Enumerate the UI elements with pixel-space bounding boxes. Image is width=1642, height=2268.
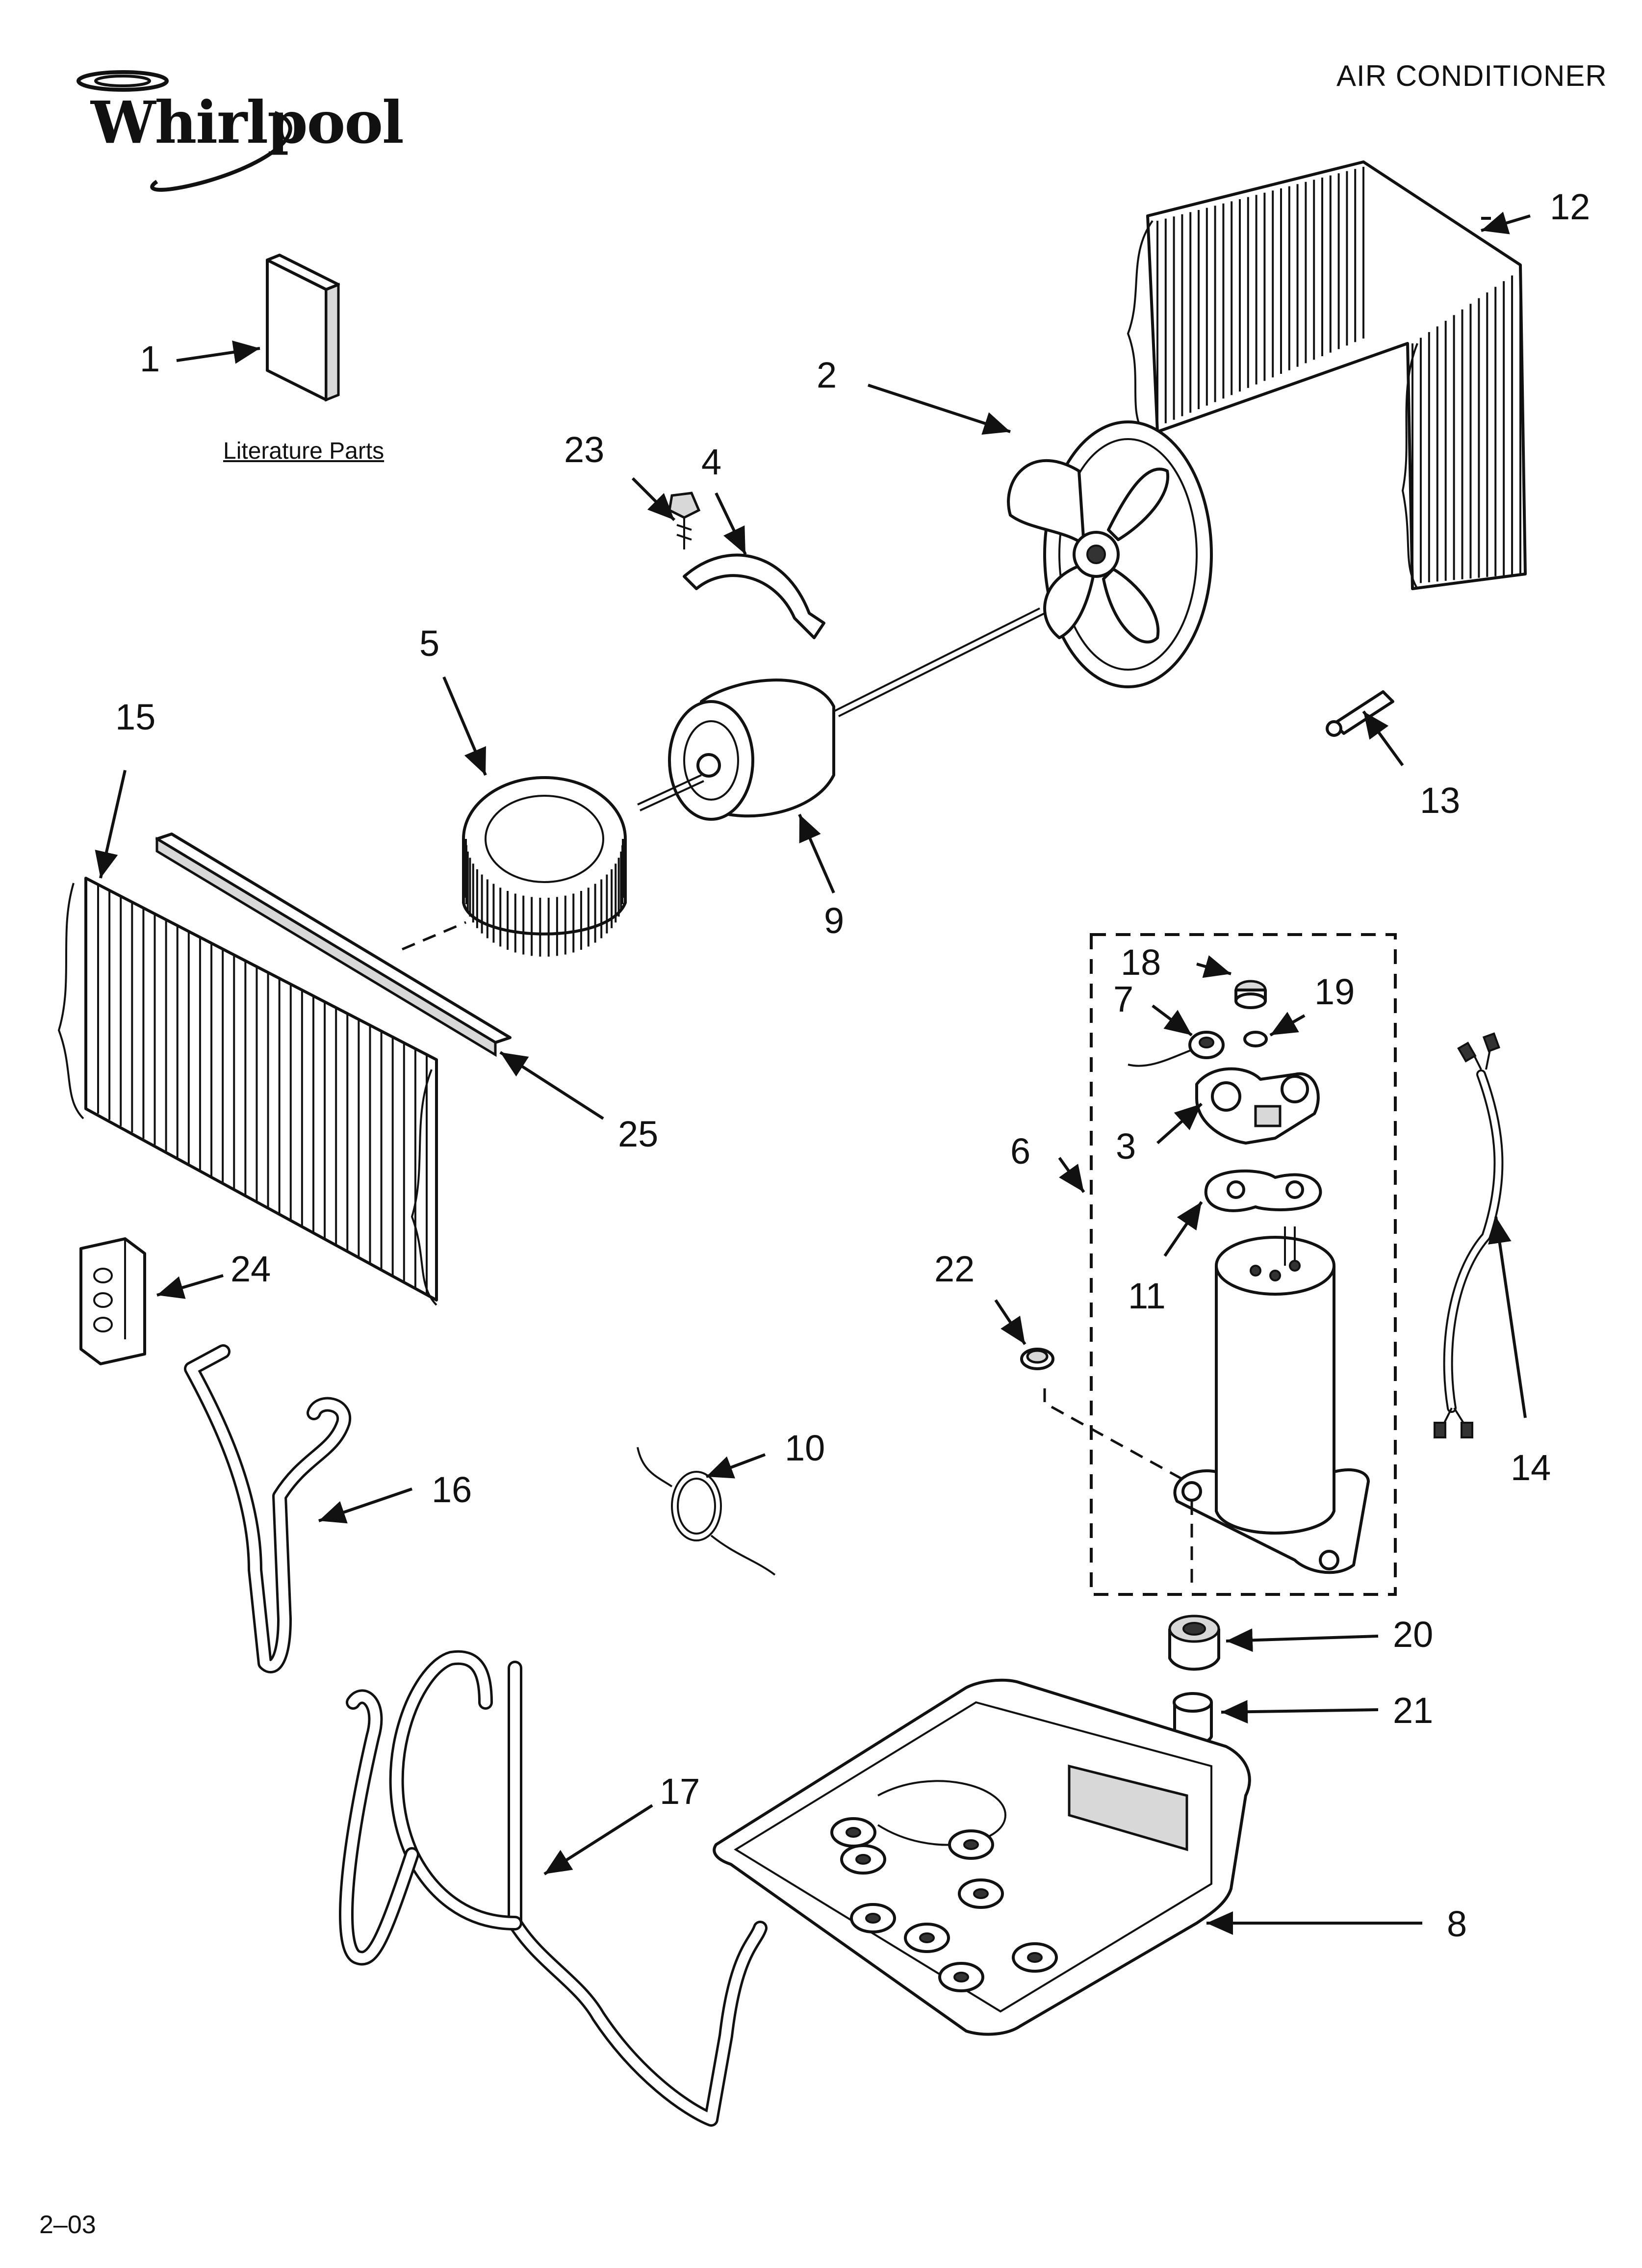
callout-12: 12 <box>1550 186 1591 227</box>
callout-16: 16 <box>432 1469 472 1510</box>
motor-strap <box>683 553 825 639</box>
footer-code: 2–03 <box>39 2211 96 2239</box>
blower-wheel <box>462 776 627 957</box>
callout-3: 3 <box>1116 1126 1136 1167</box>
callout-7: 7 <box>1113 979 1134 1019</box>
callout-23: 23 <box>564 429 605 470</box>
callout-5: 5 <box>419 623 440 664</box>
condenser-coil <box>1127 160 1527 590</box>
refrigerant-tube-16 <box>184 1344 352 1673</box>
callout-22: 22 <box>934 1249 975 1289</box>
callout-17: 17 <box>660 1771 700 1812</box>
washer <box>1243 1031 1268 1047</box>
callout-10: 10 <box>785 1428 825 1468</box>
callout-8: 8 <box>1447 1903 1467 1944</box>
compressor <box>1173 1226 1370 1574</box>
literature-booklet <box>266 254 340 402</box>
fan-motor <box>637 678 835 821</box>
grommet-nut <box>1020 1348 1054 1370</box>
motor-shaft-front <box>833 607 1040 712</box>
callout-9: 9 <box>824 900 845 941</box>
callout-2: 2 <box>817 355 837 395</box>
screw <box>668 492 701 549</box>
callout-18: 18 <box>1121 942 1161 983</box>
compressor-group-box <box>1090 933 1397 1596</box>
callout-19: 19 <box>1314 971 1355 1012</box>
sensor-clip <box>1326 690 1394 737</box>
callout-14: 14 <box>1511 1447 1551 1488</box>
page-title: AIR CONDITIONER <box>1336 59 1607 92</box>
callout-15: 15 <box>115 697 156 737</box>
callout-21: 21 <box>1393 1690 1434 1731</box>
leader-arrows <box>95 211 1531 1935</box>
wiring-harness <box>1434 1032 1504 1438</box>
refrigerant-tube-17 <box>339 1650 768 2127</box>
callout-1: 1 <box>140 339 160 379</box>
bracket-bar <box>155 833 512 1057</box>
callout-4: 4 <box>701 442 722 482</box>
literature-parts-label: Literature Parts <box>223 438 385 464</box>
terminal-cover <box>1195 1067 1320 1145</box>
callout-20: 20 <box>1393 1614 1434 1655</box>
callout-13: 13 <box>1420 780 1461 821</box>
mounting-grommet <box>1168 1615 1220 1671</box>
evaporator-coil <box>57 877 438 1306</box>
nut <box>1234 980 1267 1009</box>
whirlpool-logo-swirl <box>77 70 292 192</box>
callout-11: 11 <box>1128 1276 1166 1316</box>
brand-logo: Whirlpool <box>91 88 404 156</box>
overload-protector <box>1128 1031 1225 1067</box>
gasket <box>1204 1169 1322 1212</box>
callout-6: 6 <box>1010 1131 1031 1172</box>
thermistor <box>637 1447 776 1576</box>
base-pan <box>713 1678 1251 2036</box>
terminal-block <box>79 1237 146 1365</box>
fan-blade <box>1007 420 1213 688</box>
callout-24: 24 <box>231 1249 271 1289</box>
callout-25: 25 <box>618 1114 659 1154</box>
